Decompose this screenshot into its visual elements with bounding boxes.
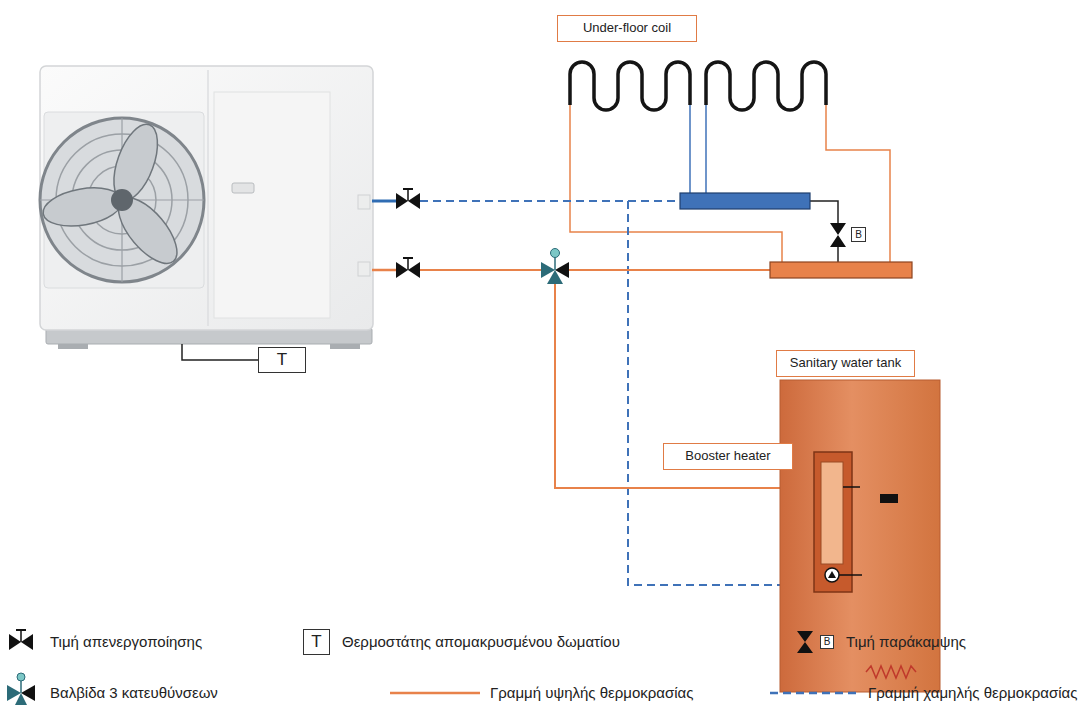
coil-label-box: Under-floor coil bbox=[557, 15, 697, 42]
manifolds-part bbox=[770, 262, 912, 278]
legend-samples bbox=[7, 630, 858, 705]
floor-coil-drawing-part bbox=[826, 105, 890, 262]
floor-coil-drawing-part bbox=[570, 105, 782, 262]
legend-samples-part bbox=[770, 692, 858, 695]
box-label: Under-floor coil bbox=[583, 21, 671, 36]
bypass-tag: B bbox=[851, 227, 866, 242]
shutoff-valves-part bbox=[407, 258, 409, 270]
legend-symbol-box: B bbox=[820, 635, 834, 649]
legend-samples-part bbox=[797, 631, 813, 653]
booster-heater-drawing-part bbox=[828, 571, 836, 578]
heat-pump-unit-part bbox=[111, 189, 133, 211]
pipework-part bbox=[569, 269, 770, 271]
booster-heater-heading-box: Booster heater bbox=[663, 443, 793, 470]
legend-samples-part bbox=[16, 629, 26, 631]
heading-text: Booster heater bbox=[685, 449, 770, 464]
floor-coil-drawing-part bbox=[706, 62, 826, 110]
manifolds-part bbox=[680, 193, 810, 209]
tank-drawing-part bbox=[866, 666, 916, 678]
legend-text: Βαλβίδα 3 κατευθύνσεων bbox=[50, 683, 218, 703]
water-tank-heading-box: Sanitary water tank bbox=[776, 350, 915, 377]
legend-samples-part bbox=[15, 693, 27, 705]
pipework-part bbox=[810, 201, 838, 223]
thermostat-wire bbox=[182, 344, 258, 360]
booster-heater-drawing-part bbox=[814, 452, 852, 592]
thermostat-wire-part bbox=[182, 344, 258, 360]
floor-coil-drawing bbox=[570, 62, 890, 262]
legend-symbol-box: T bbox=[303, 629, 330, 655]
booster-heater: Booster heater bbox=[816, 452, 852, 592]
pipework-part bbox=[372, 200, 397, 203]
legend-symbol-letter: B bbox=[824, 636, 831, 648]
booster-heater-drawing-part bbox=[839, 574, 862, 576]
three-way-valve-part bbox=[547, 270, 563, 284]
shutoff-valves-part bbox=[407, 189, 409, 201]
heat-pump-unit-part bbox=[40, 182, 125, 231]
legend-text: Τιμή απενεργοποίησης bbox=[50, 632, 202, 652]
three-way-valve-part bbox=[551, 249, 560, 258]
heat-pump-unit bbox=[40, 66, 373, 349]
heat-pump-unit-part bbox=[232, 183, 254, 193]
pipework-part bbox=[420, 269, 541, 271]
thermostat-box: T bbox=[258, 347, 306, 373]
three-way-valve bbox=[541, 249, 569, 285]
pipework-part bbox=[555, 284, 814, 488]
pipework bbox=[372, 201, 838, 585]
heat-pump-unit-part bbox=[330, 344, 360, 349]
floor-coil-drawing-part bbox=[705, 105, 707, 193]
legend-text: Θερμοστάτης απομακρυσμένου δωματίου bbox=[342, 632, 620, 652]
legend-text: Τιμή παράκαμψης bbox=[846, 632, 966, 652]
symbol-letter: B bbox=[855, 229, 862, 241]
booster-heater-drawing-part bbox=[825, 568, 839, 582]
heading-text: Sanitary water tank bbox=[790, 356, 901, 371]
legend-text: Γραμμή χαμηλής θερμοκρασίας bbox=[868, 683, 1077, 703]
pipework-part bbox=[372, 269, 397, 272]
shutoff-valves-part bbox=[403, 188, 413, 190]
pipework-part bbox=[837, 247, 839, 262]
three-way-valve-part bbox=[554, 257, 556, 270]
heat-pump-unit-part bbox=[108, 188, 187, 272]
manifolds bbox=[680, 193, 912, 278]
legend-samples-part bbox=[20, 630, 22, 642]
legend-samples-part bbox=[20, 681, 22, 693]
shutoff-valves-part bbox=[403, 257, 413, 259]
bypass-valve-part bbox=[830, 223, 846, 247]
pipework-part bbox=[420, 200, 680, 202]
symbol-letter: T bbox=[277, 350, 287, 370]
booster-heater-drawing-part bbox=[821, 462, 843, 564]
heat-pump-unit-part bbox=[358, 195, 370, 209]
legend-samples-part bbox=[390, 692, 480, 695]
heat-pump-unit-part bbox=[358, 262, 370, 276]
legend-samples-part bbox=[17, 673, 25, 681]
booster-heater-drawing bbox=[814, 452, 862, 592]
floor-coil-drawing-part bbox=[689, 105, 691, 193]
heat-pump-unit-part bbox=[207, 70, 209, 326]
floor-coil-drawing-part bbox=[570, 62, 690, 110]
legend-symbol-letter: T bbox=[311, 632, 321, 652]
legend-text: Γραμμή υψηλής θερμοκρασίας bbox=[490, 683, 693, 703]
heat-pump-unit-part bbox=[58, 344, 88, 349]
heat-pump-unit-part bbox=[214, 92, 330, 318]
heat-pump-unit-part bbox=[40, 66, 373, 330]
tank-drawing-part bbox=[880, 494, 898, 503]
booster-heater-drawing-part bbox=[843, 486, 860, 488]
bypass-valve bbox=[830, 223, 846, 247]
heat-pump-unit-part bbox=[40, 118, 204, 282]
shutoff-valves bbox=[396, 189, 420, 278]
